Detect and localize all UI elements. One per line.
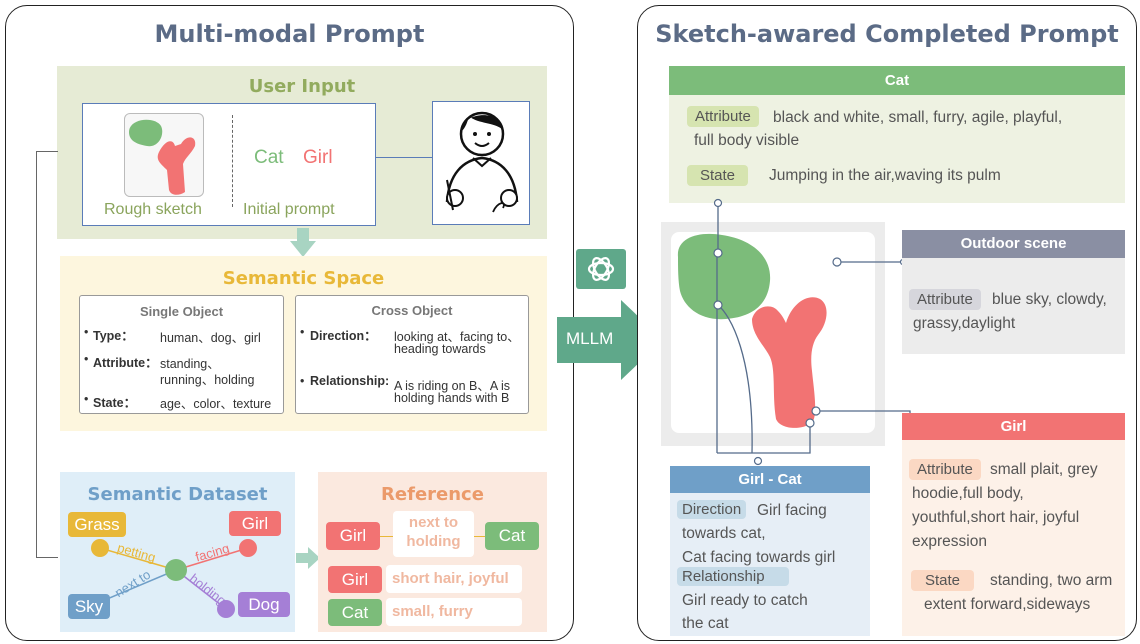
sketch-overlay	[677, 198, 911, 466]
reference-cat-tag: Cat	[485, 522, 539, 550]
reference-relation-2: holding	[406, 533, 461, 550]
reference-girl-attr: short hair, joyful	[386, 565, 522, 593]
single-state-bullet: •	[84, 392, 89, 406]
girl-attribute-line-3: youthful,short hair, joyful	[912, 509, 1080, 526]
user-input-title: User Input	[248, 76, 356, 97]
single-attr-bullet: •	[84, 352, 89, 366]
girl-attribute-line-2: hoodie,full body,	[912, 485, 1024, 502]
single-attr-value: standing、	[160, 357, 220, 371]
cross-direction-value-2: heading towards	[394, 342, 486, 356]
node-grass: Grass	[68, 512, 126, 537]
cat-attribute-chip: Attribute	[687, 106, 759, 127]
cross-direction-key: Direction：	[310, 329, 377, 343]
girl-cat-relationship-line-1: Girl ready to catch	[682, 592, 808, 609]
openai-knot-icon	[587, 257, 615, 281]
user-input-divider	[232, 115, 233, 207]
outdoor-scene-title: Outdoor scene	[902, 230, 1125, 258]
mllm-label: MLLM	[566, 329, 614, 348]
girl-cat-relationship-line-2: the cat	[682, 615, 729, 632]
reference-girl-tag-2: Girl	[328, 566, 382, 593]
rough-sketch-caption: Rough sketch	[104, 201, 202, 218]
cat-state-text: Jumping in the air,waving its pulm	[769, 167, 1001, 184]
girl-state-text-1: standing, two arm	[990, 572, 1113, 589]
sketch-shapes	[129, 119, 196, 195]
reference-title: Reference	[381, 484, 484, 505]
girl-cat-direction-line-3: Cat facing towards girl	[682, 549, 836, 566]
cross-object-title: Cross Object	[371, 303, 453, 318]
single-type-key: Type：	[93, 329, 134, 343]
girl-attribute-line-1: small plait, grey	[990, 461, 1098, 478]
semantic-space-title: Semantic Space	[222, 268, 385, 289]
person-drawing-icon	[445, 111, 519, 213]
cross-relationship-bullet: •	[300, 374, 305, 388]
initial-prompt-caption: Initial prompt	[243, 201, 335, 218]
girl-cat-direction-line-2: towards cat,	[682, 525, 766, 542]
reference-cat-attr: small, furry	[386, 598, 522, 626]
single-type-bullet: •	[84, 325, 89, 339]
cross-relationship-value-2: holding hands with B	[394, 391, 510, 405]
reference-relation-1: next to	[408, 514, 459, 531]
cat-box-title: Cat	[669, 66, 1125, 95]
single-object-box	[79, 295, 284, 414]
node-dog: Dog	[238, 592, 290, 617]
girl-cat-box	[670, 466, 870, 636]
node-girl: Girl	[229, 511, 281, 536]
cross-relationship-value: A is riding on B、A is	[394, 379, 511, 393]
girl-cat-direction-line-1: Girl facing	[757, 502, 827, 519]
completed-prompt-title: Sketch-awared Completed Prompt	[655, 20, 1119, 48]
cross-relationship-key: Relationship:	[310, 374, 390, 388]
down-arrow	[290, 228, 316, 257]
word-cat: Cat	[254, 147, 284, 168]
cross-object-box	[295, 295, 529, 414]
girl-attribute-line-4: expression	[912, 533, 987, 550]
single-object-title: Single Object	[139, 304, 224, 319]
girl-state-text-2: extent forward,sideways	[924, 596, 1091, 613]
outdoor-attribute-chip: Attribute	[909, 289, 981, 310]
outdoor-attribute-text-2: grassy,daylight	[913, 315, 1016, 332]
mllm-logo-icon	[576, 249, 626, 289]
girl-cat-direction-chip: Direction	[677, 500, 747, 519]
girl-cat-title: Girl - Cat	[670, 466, 870, 493]
single-state-key: State：	[93, 396, 137, 410]
cat-attribute-text-1: black and white, small, furry, agile, pl…	[773, 109, 1063, 126]
cross-direction-bullet: •	[300, 325, 305, 339]
girl-box-title: Girl	[902, 413, 1125, 440]
cat-attribute-text-2: full body visible	[694, 132, 800, 149]
girl-attribute-chip: Attribute	[909, 459, 981, 480]
single-attr-key: Attribute：	[93, 356, 158, 370]
reference-relation-box	[393, 511, 474, 557]
node-sky: Sky	[68, 594, 110, 619]
feedback-line	[36, 151, 58, 558]
semantic-dataset-title: Semantic Dataset	[87, 484, 268, 505]
single-type-value: human、dog、girl	[160, 331, 261, 345]
girl-cat-relationship-chip: Relationship	[677, 567, 789, 586]
reference-cat-tag-2: Cat	[328, 599, 382, 626]
dataset-to-reference-arrow	[296, 547, 320, 569]
single-attr-value-2: running、holding	[160, 373, 255, 387]
connector-line	[376, 157, 433, 158]
cross-direction-value: looking at、facing to、	[394, 330, 520, 344]
cat-state-chip: State	[687, 165, 749, 186]
mllm-arrow	[557, 300, 663, 380]
girl-state-chip: State	[911, 570, 975, 591]
single-state-value: age、color、texture	[160, 397, 272, 411]
reference-girl-tag: Girl	[326, 522, 380, 550]
girl-box	[902, 413, 1125, 636]
user-illustration-box	[432, 101, 530, 225]
word-girl: Girl	[303, 147, 333, 168]
multimodal-prompt-title: Multi-modal Prompt	[154, 20, 425, 48]
outdoor-attribute-text-1: blue sky, clowdy,	[992, 291, 1107, 308]
rough-sketch-thumbnail	[124, 113, 204, 197]
